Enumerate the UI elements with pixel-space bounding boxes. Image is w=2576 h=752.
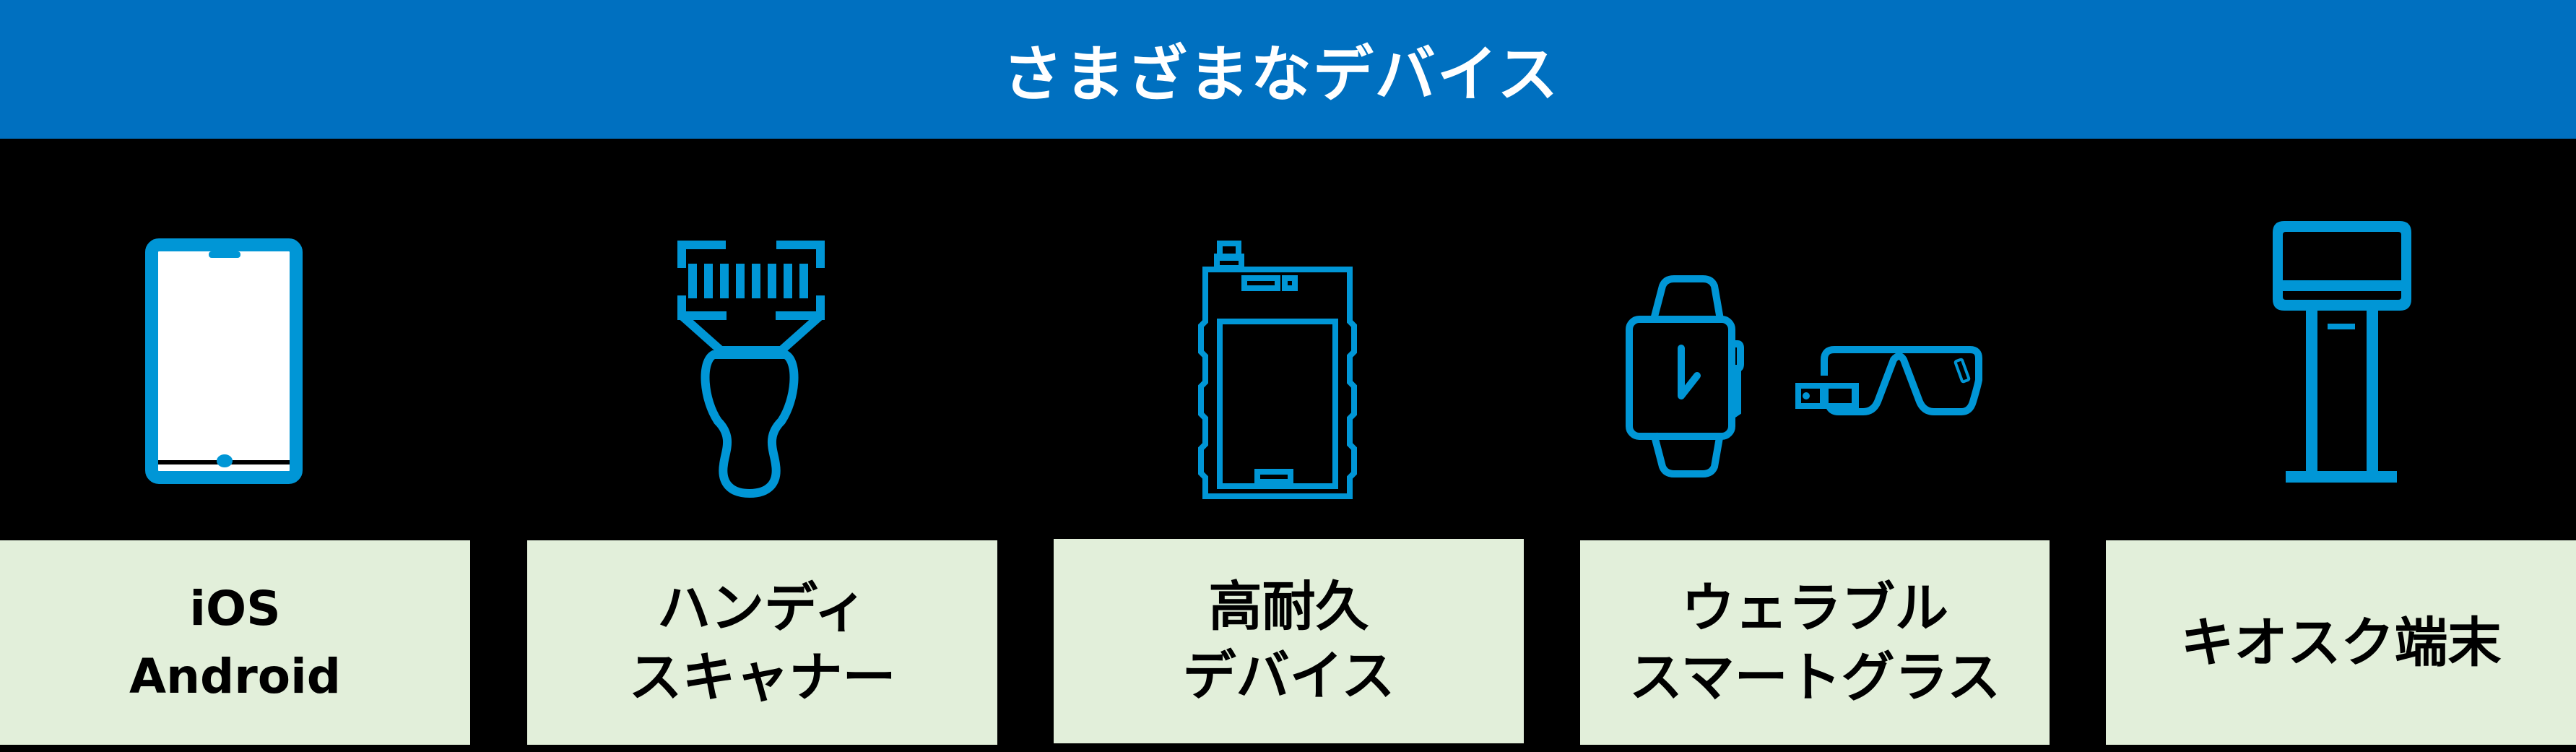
device-label-box-4: ウェラブル スマートグラス xyxy=(1580,540,2050,745)
device-label-box-5: キオスク端末 xyxy=(2106,540,2576,745)
device-label-box-3: 高耐久 デバイス xyxy=(1054,539,1524,743)
smartwatch-and-smartglasses-icon xyxy=(1625,275,2058,485)
kiosk-terminal-icon xyxy=(2271,221,2413,484)
device-label: ハンディ スキャナー xyxy=(628,576,896,709)
header-banner: さまざまなデバイス xyxy=(0,0,2576,139)
barcode-scanner-icon xyxy=(677,241,825,499)
device-label: ウェラブル スマートグラス xyxy=(1629,576,2001,709)
device-label: 高耐久 デバイス xyxy=(1182,575,1395,707)
device-label-box-2: ハンディ スキャナー xyxy=(527,540,997,745)
device-label: iOS Android xyxy=(129,580,342,704)
device-label-box-1: iOS Android xyxy=(0,540,470,745)
page-title: さまざまなデバイス xyxy=(1002,38,1560,110)
smartphone-icon xyxy=(145,238,303,484)
device-label: キオスク端末 xyxy=(2180,611,2502,674)
rugged-device-icon xyxy=(1198,241,1357,502)
